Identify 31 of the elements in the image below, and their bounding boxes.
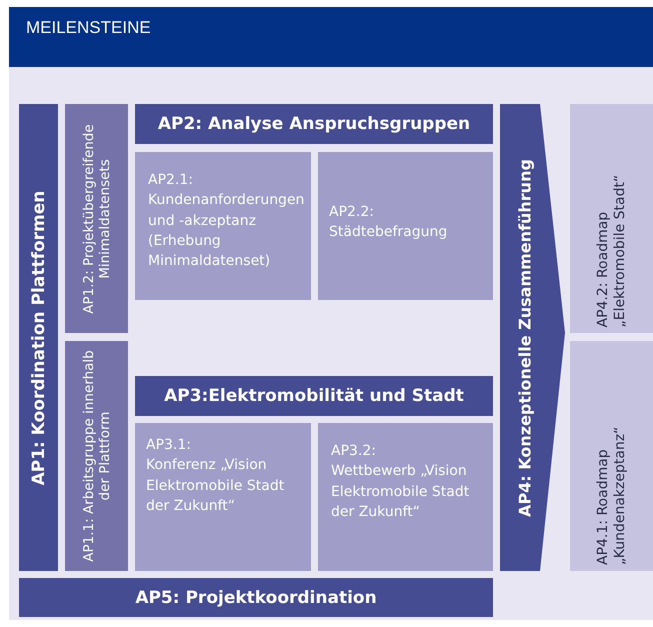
package-label: AP1: Koordination Plattformen [28,189,49,488]
header-bar [19,578,493,617]
package-label: AP2: Analyse Anspruchsgruppen [158,114,470,134]
work-package-box [135,152,311,300]
package-label: AP3:Elektromobilität und Stadt [164,386,464,406]
arrow-shape [500,104,565,571]
title: MEILENSTEINE [26,18,151,38]
vertical-box [570,341,653,571]
vertical-box [570,104,653,333]
package-label: AP1.1: Arbeitsgruppe innerhalb der Plattform [80,349,113,564]
package-label: AP1.2: Projektübergreifende Minimaldatensets [80,122,113,316]
package-number: AP2.2: [329,202,376,222]
work-package-box [318,152,493,300]
package-label: Wettbewerb „Vision Elektromobile Stadt der Zukunft“ [331,462,470,522]
package-label: Städtebefragung [329,223,448,242]
work-package-box [135,423,311,571]
vertical-box [65,104,128,333]
package-number: AP3.2: [331,442,378,461]
package-number: AP3.1: [146,436,192,455]
package-label: Kundenanforderungen und -akzeptanz (Erhebung Minimaldatenset) [148,191,305,272]
header-bar [135,376,493,416]
work-package-box [318,423,493,571]
package-label: AP5: Projektkoordination [135,588,377,608]
package-label: AP4.1: Roadmap „Kundenakzeptanz“ [594,426,628,565]
vertical-box [65,341,128,571]
vertical-box [19,104,58,571]
package-label: AP4: Konzeptionelle Zusammenführung [514,158,534,519]
header-bar [135,104,493,144]
package-number: AP2.1: [148,171,194,190]
package-label: AP4.2: Roadmap „Elektromobile Stadt“ [594,173,628,327]
package-label: Konferenz „Vision Elektromobile Stadt der Zukunft“ [146,456,286,516]
